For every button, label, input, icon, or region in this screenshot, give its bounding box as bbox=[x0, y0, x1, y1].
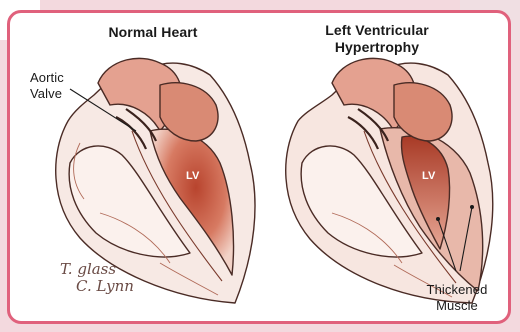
thickened-muscle-label: Thickened Muscle bbox=[402, 282, 511, 314]
hypertrophy-heart bbox=[286, 58, 493, 303]
diagram-frame: Normal Heart Left Ventricular Hypertroph… bbox=[7, 10, 511, 324]
normal-heart-title: Normal Heart bbox=[78, 24, 228, 40]
hypertrophy-title: Left Ventricular Hypertrophy bbox=[282, 22, 472, 56]
pointer-dot bbox=[436, 217, 440, 221]
aortic-valve-label: Aortic Valve bbox=[30, 70, 100, 102]
lv-label-normal: LV bbox=[186, 170, 199, 182]
lv-label-hypertrophy: LV bbox=[422, 170, 435, 182]
artist-signature: T. glass C. Lynn bbox=[60, 261, 170, 295]
signature-line-2: C. Lynn bbox=[60, 278, 170, 295]
pointer-dot bbox=[470, 205, 474, 209]
signature-line-1: T. glass bbox=[60, 261, 170, 278]
